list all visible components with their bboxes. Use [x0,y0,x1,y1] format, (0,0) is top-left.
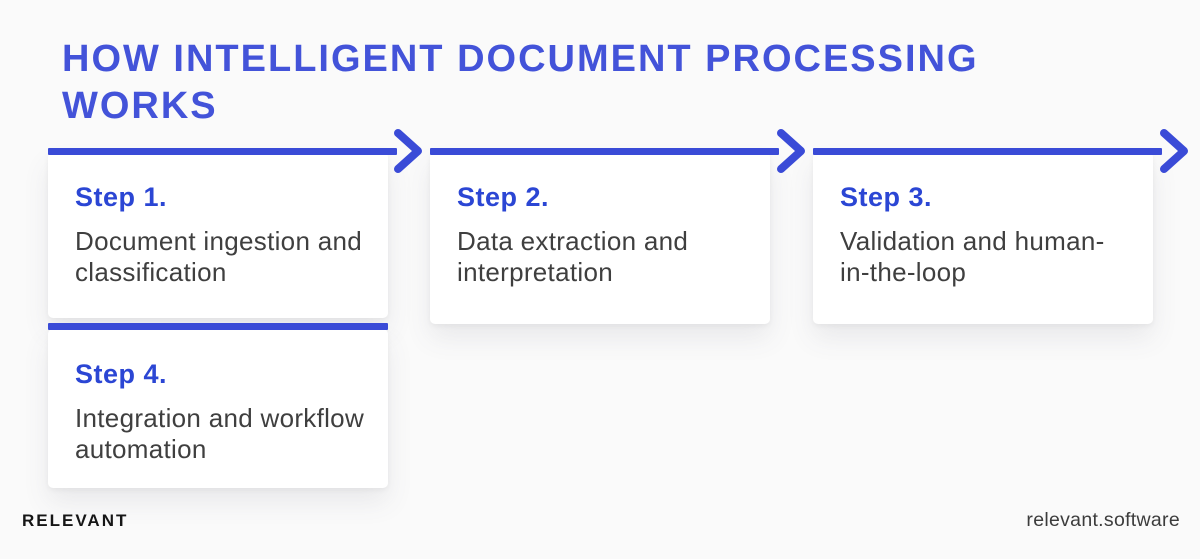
brand-logo: RELEVANT [22,511,129,530]
arrow-right-icon [393,127,423,175]
step-label: Step 1. [75,182,168,212]
step-label: Step 2. [457,182,550,212]
arrow-right-icon [776,127,806,175]
arrow-line-step1 [48,148,397,155]
step-label: Step 4. [75,359,168,389]
arrow-line-step2 [430,148,779,155]
arrow-right-icon [1159,127,1189,175]
step-card-3: Step 3. Validation and human-in-the-loop [813,152,1153,324]
step-card-1: Step 1. Document ingestion and classific… [48,152,388,318]
step-description: Document ingestion and classification [75,226,363,287]
step-description: Data extraction and interpretation [457,226,689,287]
step-description: Validation and human-in-the-loop [840,226,1105,287]
step-label: Step 3. [840,182,933,212]
step-card-2: Step 2. Data extraction and interpretati… [430,152,770,324]
arrow-line-step3 [813,148,1162,155]
page-title: HOW INTELLIGENT DOCUMENT PROCESSING WORK… [62,38,979,127]
website-link[interactable]: relevant.software [1026,509,1180,531]
step-description: Integration and workflow automation [75,403,365,464]
step-card-4: Step 4. Integration and workflow automat… [48,329,388,488]
arrow-line-step4 [48,323,388,330]
